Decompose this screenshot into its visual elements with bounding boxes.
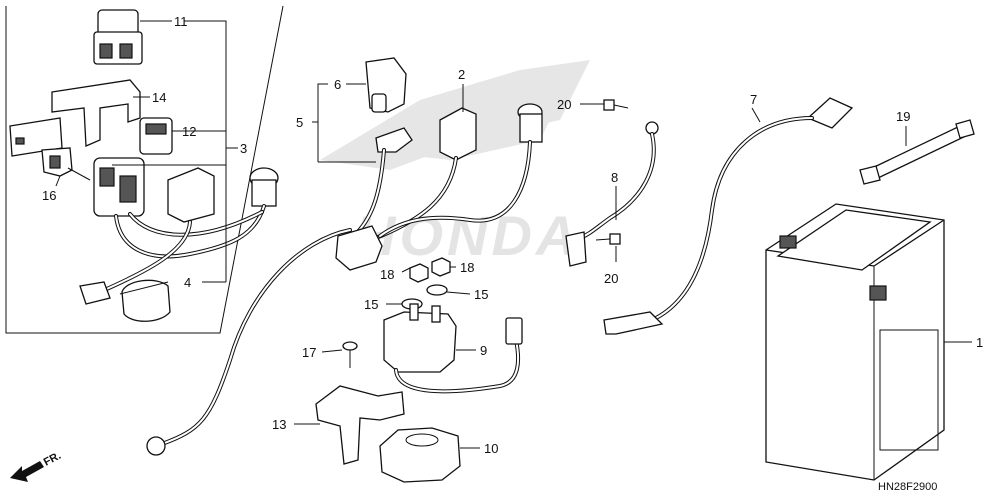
- callout-8: 8: [611, 170, 618, 185]
- drawing-code: HN28F2900: [878, 481, 937, 493]
- part-17-screw: [342, 341, 358, 368]
- part-14-bracket: [9, 79, 141, 157]
- part-6-cap: [365, 57, 407, 113]
- part-13-bracket: [315, 385, 405, 465]
- part-8-battery-cable: [565, 121, 659, 267]
- leader-lines: [55, 20, 972, 449]
- callout-2: 2: [458, 67, 465, 82]
- part-12-relay: [139, 117, 173, 155]
- callout-3: 3: [240, 141, 247, 156]
- callout-19: 19: [896, 109, 910, 124]
- callout-11: 11: [174, 14, 188, 29]
- part-3-harness: [93, 157, 279, 294]
- callout-15b: 15: [474, 287, 488, 302]
- watermark-text: HONDA: [355, 204, 580, 267]
- part-5-main-harness: [146, 103, 543, 456]
- part-1-battery: [765, 203, 945, 481]
- fr-arrow-icon: [10, 461, 44, 482]
- part-18-nuts: [409, 257, 451, 283]
- part-10-holder: [379, 427, 461, 483]
- callout-10: 10: [484, 441, 498, 456]
- callout-20b: 20: [604, 271, 618, 286]
- callout-16: 16: [42, 188, 56, 203]
- part-11-relay: [93, 9, 143, 65]
- callout-4: 4: [184, 275, 191, 290]
- part-19-strap: [859, 119, 975, 185]
- front-direction-indicator: FR.: [10, 450, 63, 482]
- callout-1: 1: [976, 335, 983, 350]
- callout-18b: 18: [460, 260, 474, 275]
- callout-14: 14: [152, 90, 166, 105]
- part-2-cover: [439, 107, 477, 161]
- callout-13: 13: [272, 417, 286, 432]
- inset-panel-border: [5, 5, 284, 334]
- fr-label: FR.: [42, 450, 63, 469]
- callout-5: 5: [296, 115, 303, 130]
- part-7-battery-cable: [603, 97, 854, 335]
- callout-7: 7: [750, 92, 757, 107]
- callout-6: 6: [334, 77, 341, 92]
- callout-17: 17: [302, 345, 316, 360]
- callout-9: 9: [480, 343, 487, 358]
- callout-20a: 20: [557, 97, 571, 112]
- part-20-bolt-upper: [603, 99, 629, 111]
- part-4-terminal-cover: [79, 279, 171, 322]
- part-20-bolt-lower: [595, 233, 621, 245]
- callout-18a: 18: [380, 267, 394, 282]
- callout-labels: 11 14 12 3 16 4 6 5 2 20 7 19 8 20 18 18…: [42, 14, 983, 456]
- part-9-solenoid: [383, 303, 523, 394]
- callout-15a: 15: [364, 297, 378, 312]
- part-16-clip: [41, 147, 73, 177]
- callout-12: 12: [182, 124, 196, 139]
